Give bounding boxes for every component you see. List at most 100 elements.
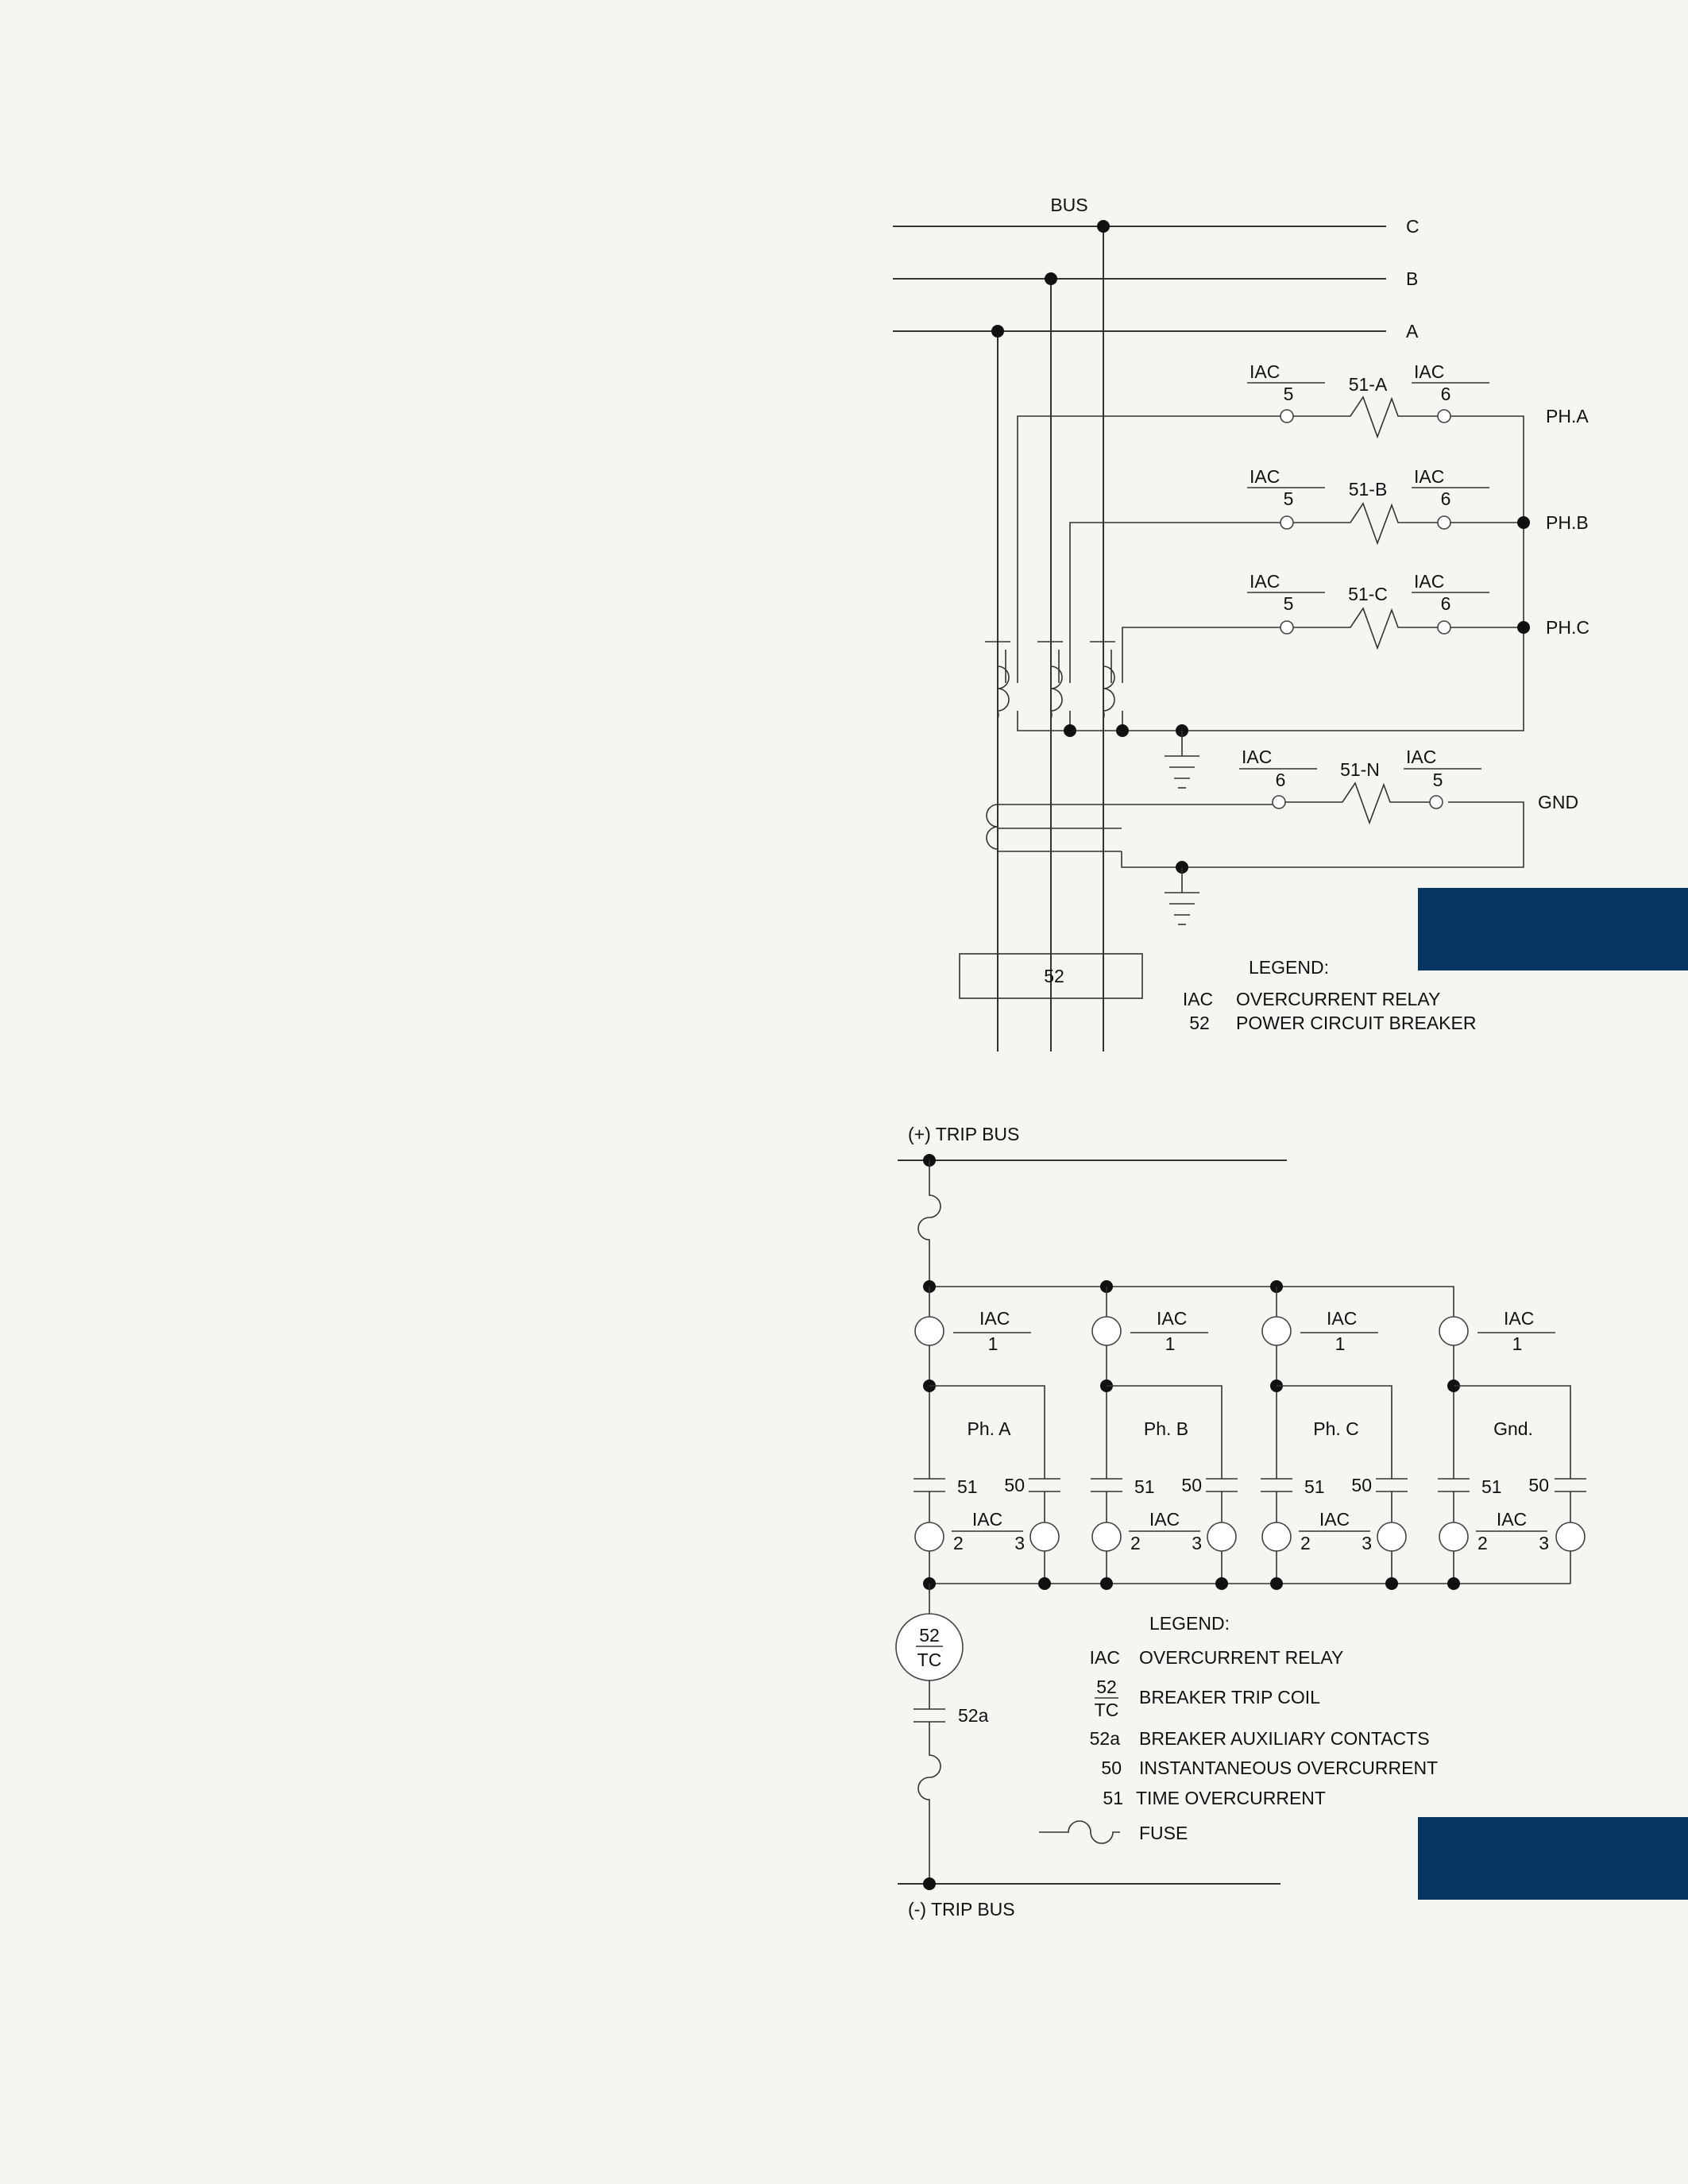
branch-a-51: 51 [957,1476,978,1497]
relay-n-num-left: 6 [1276,770,1286,790]
junction-dot [1517,621,1530,634]
branch-ph-c: IAC 1 Ph. C 51 50 IAC 2 3 [1261,1287,1408,1590]
branch-gnd-51: 51 [1481,1476,1502,1497]
branch-gnd-relay-label: IAC [1504,1308,1534,1329]
relay-51-a: IAC 5 51-A IAC 6 PH.A [1247,361,1589,439]
bus-label-c: C [1406,216,1420,237]
breaker-52-box [959,953,1143,999]
ground-current-transformer [986,801,1524,868]
relay-coil [1261,1316,1292,1346]
bus-label-a: A [1406,321,1419,341]
aux-contact-label: 52a [958,1705,989,1726]
relay-n-name: 51-N [1340,759,1380,780]
branch-a-n3: 3 [1014,1533,1025,1553]
branch-c-n3: 3 [1362,1533,1372,1553]
relay-b-name: 51-B [1349,479,1388,500]
branch-c-name: Ph. C [1313,1418,1359,1439]
dc-legend-desc-51: TIME OVERCURRENT [1136,1788,1326,1808]
branch-gnd: IAC 1 Gnd. 51 50 IAC 2 3 [1438,1308,1586,1590]
neg-trip-bus-label: (-) TRIP BUS [908,1899,1015,1920]
relay-a-name: 51-A [1349,374,1388,395]
junction-dot [923,1877,936,1890]
breaker-52-label: 52 [1044,966,1064,986]
side-tab-lower [1418,1817,1688,1900]
ac-one-line-diagram: BUS C B A [893,195,1590,1051]
branch-b-bot-relay: IAC [1149,1509,1180,1530]
dc-legend-code-aux: 52a [1090,1728,1121,1749]
relay-c-num-right: 6 [1441,593,1451,614]
branch-c-relay-label: IAC [1327,1308,1357,1329]
junction-dot [1116,724,1129,737]
relay-terminal [1280,409,1294,423]
relay-terminal [1280,620,1294,635]
junction-dot [991,325,1004,338]
relay-b-iac-left: IAC [1250,466,1280,487]
ac-legend-title: LEGEND: [1249,957,1329,978]
relay-n-num-right: 5 [1433,770,1443,790]
branch-b-relay-label: IAC [1157,1308,1187,1329]
relay-51-b: IAC 5 51-B IAC 6 PH.B [1247,466,1589,546]
dc-legend: LEGEND: IAC OVERCURRENT RELAY 52 TC BREA… [1039,1613,1438,1844]
trip-coil-top: 52 [919,1625,940,1646]
relay-coil [1439,1316,1469,1346]
branch-a-50: 50 [1004,1475,1025,1495]
relay-51-c: IAC 5 51-C IAC 6 PH.C [1247,571,1590,650]
ac-legend-desc-iac: OVERCURRENT RELAY [1236,989,1440,1009]
relay-terminal [1280,515,1294,530]
relay-c-iac-left: IAC [1250,571,1280,592]
relay-a-iac-right: IAC [1414,361,1444,382]
bus-label-b: B [1406,268,1418,289]
fuse-legend-icon [1039,1820,1120,1844]
junction-dot [1517,516,1530,529]
branch-b-50: 50 [1181,1475,1202,1495]
dc-legend-code-iac: IAC [1090,1647,1120,1668]
branch-c-bot-relay: IAC [1319,1509,1350,1530]
relay-a-num-right: 6 [1441,384,1451,404]
branch-c-51: 51 [1304,1476,1325,1497]
branch-gnd-name: Gnd. [1493,1418,1533,1439]
relay-terminal [1437,620,1451,635]
junction-dot [1045,272,1057,285]
relay-coil [914,1316,944,1346]
ct-lead-phase-c [1122,627,1285,683]
branch-gnd-bot-relay: IAC [1497,1509,1527,1530]
branch-gnd-relay-num: 1 [1512,1333,1523,1354]
fuse-bottom [917,1722,941,1884]
relay-b-iac-right: IAC [1414,466,1444,487]
ac-legend-code-iac: IAC [1183,989,1213,1009]
ac-legend-code-52: 52 [1189,1013,1210,1033]
dc-legend-title: LEGEND: [1149,1613,1230,1634]
junction-dot [1097,220,1110,233]
relay-b-num-left: 5 [1284,488,1294,509]
branch-c-n2: 2 [1300,1533,1311,1553]
branch-c-50: 50 [1351,1475,1372,1495]
ground-symbol [1165,861,1199,925]
ct-lead-phase-a [1017,415,1285,683]
phase-label-c: PH.C [1546,617,1590,638]
relay-51-n: IAC 6 51-N IAC 5 GND [1239,747,1578,825]
relay-terminal [1437,515,1451,530]
branch-b-name: Ph. B [1144,1418,1188,1439]
dc-legend-desc-fuse: FUSE [1139,1823,1188,1843]
ac-legend: LEGEND: IAC OVERCURRENT RELAY 52 POWER C… [1183,957,1477,1033]
relay-c-num-left: 5 [1284,593,1294,614]
branch-b-n3: 3 [1192,1533,1202,1553]
relay-a-iac-left: IAC [1250,361,1280,382]
phase-current-transformers [985,641,1115,720]
branch-gnd-n3: 3 [1539,1533,1549,1553]
branch-b-relay-num: 1 [1165,1333,1176,1354]
dc-legend-code-50: 50 [1101,1758,1122,1778]
branch-a-relay-label: IAC [979,1308,1010,1329]
relay-n-iac-left: IAC [1242,747,1272,767]
dc-legend-desc-aux: BREAKER AUXILIARY CONTACTS [1139,1728,1430,1749]
phase-label-gnd: GND [1538,792,1578,812]
relay-terminal [1272,795,1286,809]
dc-legend-tc-top: 52 [1096,1677,1117,1697]
branch-gnd-n2: 2 [1477,1533,1488,1553]
dc-trip-circuit: (+) TRIP BUS IAC 1 Ph. A [895,1124,1586,1920]
relay-b-num-right: 6 [1441,488,1451,509]
branch-ph-b: IAC 1 Ph. B 51 50 IAC 2 3 [1091,1287,1238,1590]
relay-c-name: 51-C [1348,584,1388,604]
bus-label: BUS [1050,195,1087,215]
